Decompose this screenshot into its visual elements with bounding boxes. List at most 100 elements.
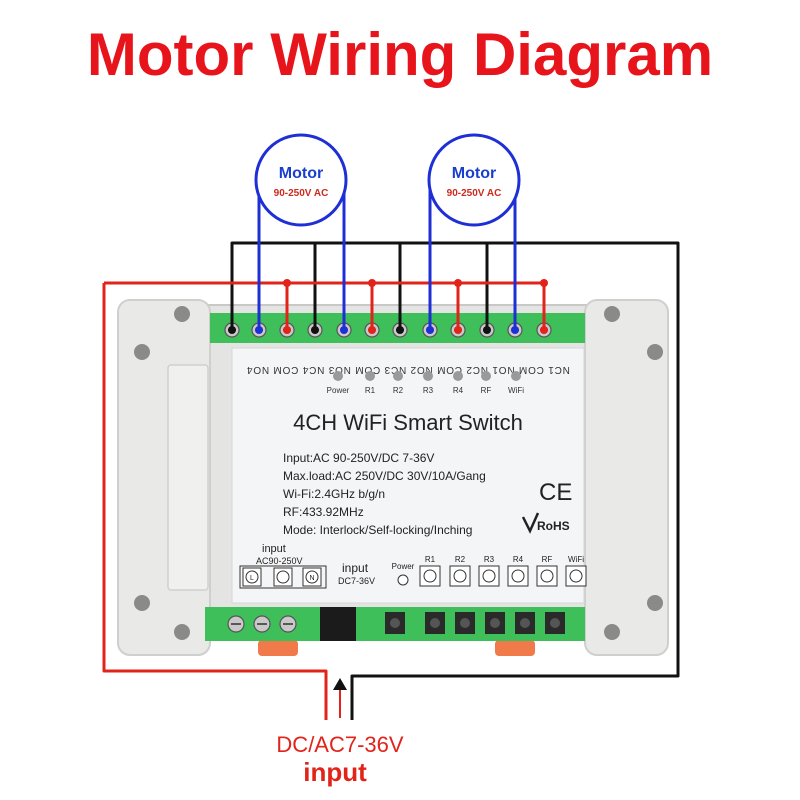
led-label: R1 [365,386,376,395]
status-led [481,371,491,381]
spec-rf: RF:433.92MHz [283,505,364,519]
motor-1: Motor 90-250V AC [254,133,348,227]
wire-terminal-dot [255,326,263,334]
mounting-foot-right [495,640,535,656]
tact-switch-cap [460,618,470,628]
bottom-input-label: input [303,757,367,787]
black-wire-loop [230,241,680,720]
wire-terminal-dot [540,326,548,334]
led-label: Power [327,386,350,395]
right-rail [584,299,669,656]
red-junction-dot [368,279,376,287]
bottom-label: R3 [484,555,495,564]
motor-2-circle [427,133,521,227]
wire-terminal-dot [228,326,236,334]
motor-1-circle [254,133,348,227]
spec-max-load: Max.load:AC 250V/DC 30V/10A/Gang [283,469,486,483]
wire-terminal-dot [340,326,348,334]
wires [102,188,680,720]
status-led [453,371,463,381]
bottom-label: R1 [425,555,436,564]
mount-hole-br2 [604,624,620,640]
ac-terminal-letter: L [250,575,254,582]
top-terminal-screws [224,322,552,338]
red-junction-dot [540,279,548,287]
tact-switch-cap [520,618,530,628]
terminal-labels: NC1 COM NO1 NC2 COM NO2 NC3 COM NO3 NC4 … [246,364,570,375]
led-label: R4 [453,386,464,395]
dc-input-callout: DC/AC7-36V input [276,678,404,787]
ac-terminal-letter: N [309,575,314,582]
led-label: WiFi [508,386,524,395]
motor-2: Motor 90-250V AC [427,133,521,227]
mount-hole-ml [134,344,150,360]
tact-switch-cap [390,618,400,628]
device-name: 4CH WiFi Smart Switch [293,410,523,435]
rohs-logo: RoHS [521,512,570,534]
dc-input-range: DC7-36V [338,576,375,586]
dc-input-label: input [342,561,369,575]
motor-1-label: Motor [279,165,323,182]
tact-switch-cap [550,618,560,628]
input-arrowhead [333,678,347,690]
bottom-label: WiFi [568,555,584,564]
bottom-label: RF [542,555,553,564]
ac-terminal-circle [245,570,259,584]
mounting-foot-left [258,640,298,656]
mount-hole-bl2 [174,624,190,640]
relay-module: NC1 COM NO1 NC2 COM NO2 NC3 COM NO3 NC4 … [117,299,669,656]
ac-input-label: input [262,543,286,555]
ac-input-range: AC90-250V [256,556,303,566]
mount-hole-tl [174,306,190,322]
motor-1-rating: 90-250V AC [274,188,329,199]
led-label: R3 [423,386,434,395]
status-led [393,371,403,381]
button-circle [540,569,554,583]
button-circle [569,569,583,583]
led-label: RF [481,386,492,395]
status-led [365,371,375,381]
led-label: R2 [393,386,404,395]
ac-terminal-circle [276,570,290,584]
wire-terminal-dot [483,326,491,334]
button-circle [511,569,525,583]
motor-2-label: Motor [452,165,496,182]
wire-terminal-dot [426,326,434,334]
mount-hole-bl [134,595,150,611]
red-junction-dot [283,279,291,287]
button-circle [453,569,467,583]
spec-wifi: Wi-Fi:2.4GHz b/g/n [283,487,385,501]
wire-terminal-dot [283,326,291,334]
mount-hole-br [647,595,663,611]
tact-switch-cap [430,618,440,628]
bottom-label: R4 [513,555,524,564]
button-circle [423,569,437,583]
mount-hole-tr [604,306,620,322]
top-led-row: Power R1 R2 R3 R4 RF WiFi [327,371,524,395]
bottom-input-voltage: DC/AC7-36V [276,732,403,757]
red-junction-dot [454,279,462,287]
wire-terminal-dot [454,326,462,334]
tact-switch-cap [490,618,500,628]
ac-terminal-frame [239,565,327,589]
status-led [423,371,433,381]
bottom-label: Power [392,562,415,571]
wire-terminal-dot [511,326,519,334]
ac-terminal-circle [305,570,319,584]
mount-hole-mr [647,344,663,360]
power-led-outline [397,574,409,586]
rohs-mark: RoHS [537,519,570,533]
bottom-tact-switches [385,612,565,634]
wire-terminal-dot [396,326,404,334]
motor-2-rating: 90-250V AC [447,188,502,199]
face-panel [231,347,585,604]
spec-mode: Mode: Interlock/Self-locking/Inching [283,523,472,537]
wire-terminal-dot [368,326,376,334]
dc-jack [320,607,356,641]
diagram-title: Motor Wiring Diagram [87,21,713,88]
din-clip [167,364,209,591]
ce-mark: CE [539,479,572,506]
bottom-terminal-screws [227,615,297,633]
